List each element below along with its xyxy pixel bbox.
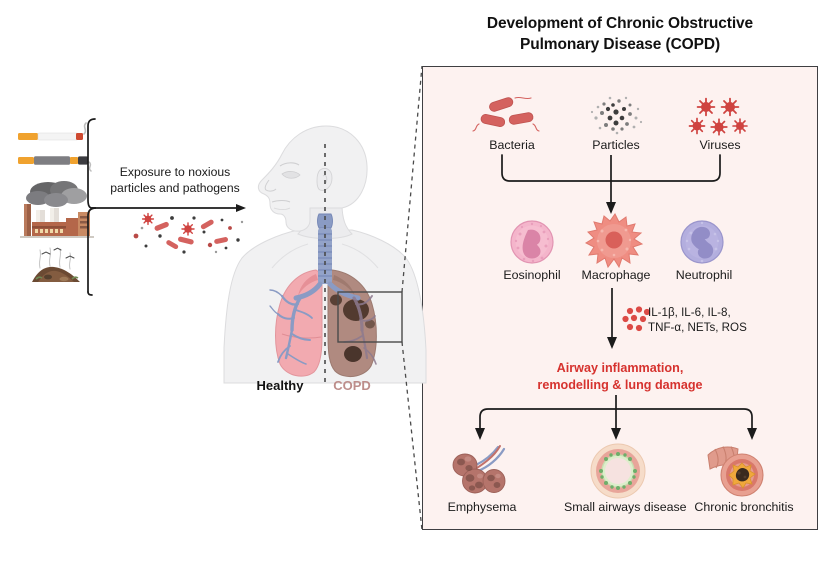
cigarette-icon xyxy=(18,122,90,144)
macrophage-icon xyxy=(584,213,644,269)
ecigarette-icon xyxy=(18,152,94,172)
page-title-line2: Pulmonary Disease (COPD) xyxy=(519,35,721,53)
trachea-bronchi xyxy=(269,213,377,365)
eosinophil-icon xyxy=(508,218,556,266)
cytokine-dots-icon xyxy=(622,306,652,334)
page-title-line1: Development of Chronic Obstructive xyxy=(486,15,754,32)
neutrophil-icon xyxy=(678,218,726,266)
cytokine-list-line1: IL-1β, IL-6, IL-8, xyxy=(648,306,731,319)
healthy-label: Healthy xyxy=(256,378,304,393)
chronic-bronchitis-label: Chronic bronchitis xyxy=(694,500,794,514)
zoom-callout-connector xyxy=(330,60,440,540)
eosinophil-label: Eosinophil xyxy=(503,268,561,282)
copd-label: COPD xyxy=(333,378,371,393)
small-airways-disease-icon xyxy=(590,443,646,499)
exposure-label-line2: particles and pathogens xyxy=(110,180,240,195)
neutrophil-label: Neutrophil xyxy=(675,268,733,282)
macrophage-label: Macrophage xyxy=(581,268,651,282)
pathogens-converge-arrow xyxy=(500,154,722,217)
inflammation-statement: Airway inflammation, remodelling & lung … xyxy=(470,360,770,394)
cells-to-inflammation-arrow xyxy=(606,288,618,350)
exposure-arrow xyxy=(78,118,248,296)
viruses-label: Viruses xyxy=(699,138,741,152)
bacteria-icon xyxy=(472,96,543,136)
emphysema-icon xyxy=(448,445,514,497)
page-title: Development of Chronic Obstructive Pulmo… xyxy=(430,14,810,56)
bacteria-label: Bacteria xyxy=(489,138,535,152)
particles-icon xyxy=(586,96,646,136)
cytokine-list-line2: TNF-α, NETs, ROS xyxy=(648,321,747,335)
human-torso-illustration xyxy=(220,118,430,384)
exposure-label: Exposure to noxious particles and pathog… xyxy=(100,165,250,197)
inflammation-line2: remodelling & lung damage xyxy=(537,378,703,392)
outcomes-fanout-arrows xyxy=(470,395,762,445)
cytokine-list: IL-1β, IL-6, IL-8, TNF-α, NETs, ROS xyxy=(648,305,747,335)
exposure-label-line1: Exposure to noxious xyxy=(119,165,231,179)
small-airways-disease-label: Small airways disease xyxy=(564,500,687,514)
inflammation-line1: Airway inflammation, xyxy=(556,361,684,375)
scattered-pathogens-icon xyxy=(126,212,246,258)
particles-label: Particles xyxy=(592,138,640,152)
biomass-smoke-icon xyxy=(22,246,96,286)
chronic-bronchitis-icon xyxy=(702,443,768,499)
factory-icon xyxy=(12,178,104,240)
viruses-icon xyxy=(688,96,750,138)
emphysema-label: Emphysema xyxy=(447,500,517,514)
copd-lung xyxy=(327,269,377,378)
